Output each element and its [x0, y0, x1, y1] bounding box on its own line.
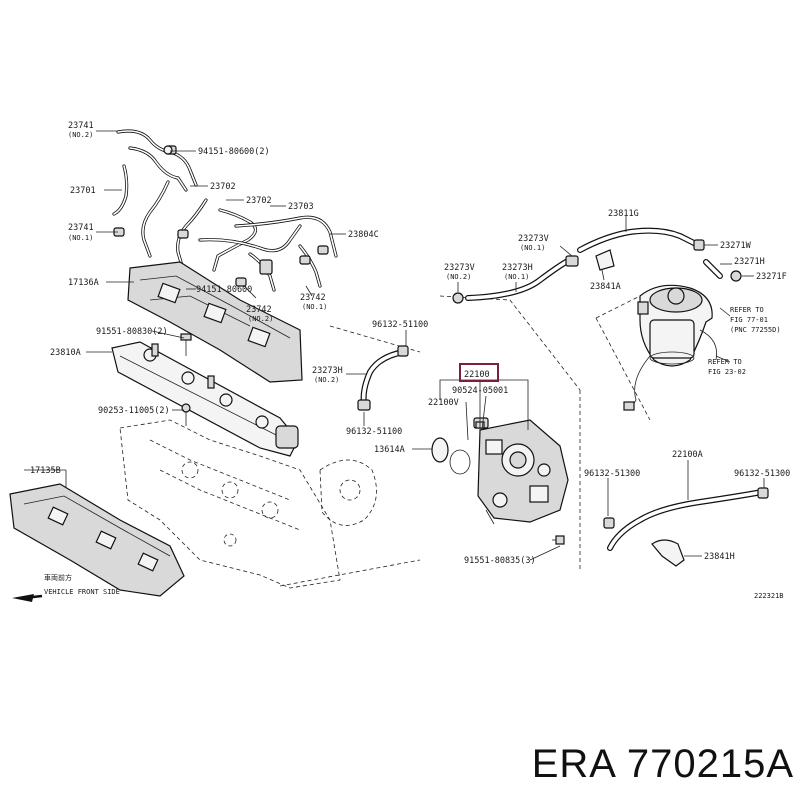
label-96132-b: 96132-51100 — [346, 427, 402, 437]
engine-block — [119, 419, 377, 589]
supply-pump-22100 — [473, 417, 569, 525]
label-figure-code: 222321B — [754, 592, 784, 600]
leader-lines-left — [24, 130, 346, 488]
label-94151-top: 94151-80600(2) — [198, 147, 270, 157]
brand-part-number: ERA 770215A — [531, 742, 794, 786]
label-23841H: 23841H — [704, 552, 735, 562]
gasket-13614A — [412, 437, 471, 475]
label-23742-no1: 23742 — [300, 293, 326, 303]
label-23742-no2-note: (NO.2) — [248, 315, 273, 323]
label-23702-b: 23702 — [246, 196, 272, 206]
label-23811G: 23811G — [608, 209, 639, 219]
clamp-23841H — [651, 539, 702, 567]
label-23273V-no1-note: (NO.1) — [520, 244, 545, 252]
insulator-17135B — [9, 483, 185, 597]
label-refer1-b: FIG 77-01 — [730, 316, 768, 324]
label-96132-d: 96132-51300 — [734, 469, 790, 479]
label-23273V-no2: 23273V — [444, 263, 475, 273]
fuel-rail-23810A — [111, 341, 299, 457]
label-refer1-c: (PNC 77255D) — [730, 326, 781, 334]
label-17136A: 17136A — [68, 278, 99, 288]
clamp-23841A — [595, 249, 615, 281]
label-23741-no2: 23741 — [68, 121, 94, 131]
label-23810A: 23810A — [50, 348, 81, 358]
label-91551-top: 91551-80830(2) — [96, 327, 168, 337]
label-23804C: 23804C — [348, 230, 379, 240]
arrow-left-icon — [12, 594, 43, 602]
label-22100A: 22100A — [672, 450, 703, 460]
label-17135B: 17135B — [30, 466, 61, 476]
label-96132-c: 96132-51300 — [584, 469, 640, 479]
label-23841A: 23841A — [590, 282, 621, 292]
label-front-en: VEHICLE FRONT SIDE — [44, 588, 120, 596]
label-23703: 23703 — [288, 202, 314, 212]
label-22100V: 22100V — [428, 398, 459, 408]
label-23742-no1-note: (NO.1) — [302, 303, 327, 311]
label-23271W: 23271W — [720, 241, 752, 251]
part-labels: 23741 (NO.2) 94151-80600(2) 23701 23702 … — [30, 121, 790, 600]
hose-23811G — [577, 216, 699, 253]
label-23701: 23701 — [70, 186, 96, 196]
hose-23273H-no1 — [452, 245, 579, 304]
label-23741-no1: 23741 — [68, 223, 94, 233]
label-23271H: 23271H — [734, 257, 765, 267]
label-front-jp: 車両前方 — [44, 573, 72, 582]
hose-23273H-no2 — [346, 330, 409, 426]
hose-22100A — [603, 460, 769, 551]
label-23741-no1-note: (NO.1) — [68, 234, 93, 242]
label-23741-no2-note: (NO.2) — [68, 131, 93, 139]
label-refer2-a: REFER TO — [708, 358, 742, 366]
label-23273H-no1: 23273H — [502, 263, 533, 273]
label-refer1-a: REFER TO — [730, 306, 764, 314]
label-23742-no2: 23742 — [246, 305, 272, 315]
label-23273V-no2-note: (NO.2) — [446, 273, 471, 281]
fuel-filter — [595, 284, 731, 421]
label-91551-bot: 91551-80835(3) — [464, 556, 536, 566]
label-23273V-no1: 23273V — [518, 234, 549, 244]
injection-pipes — [112, 129, 338, 292]
label-23702: 23702 — [210, 182, 236, 192]
label-23273H-no1-note: (NO.1) — [504, 273, 529, 281]
label-90524: 90524-05001 — [452, 386, 508, 396]
label-22100: 22100 — [464, 370, 490, 380]
label-23273H-no2-note: (NO.2) — [314, 376, 339, 384]
label-refer2-b: FIG 23-02 — [708, 368, 746, 376]
highlight-box-22100 — [459, 363, 499, 382]
stud-90253 — [181, 403, 191, 426]
label-13614A: 13614A — [374, 445, 405, 455]
insulator-17136A — [127, 261, 303, 383]
label-94151-mid: 94151-80600 — [196, 285, 252, 295]
clamps-23271 — [693, 239, 754, 282]
label-96132-a: 96132-51100 — [372, 320, 428, 330]
label-23273H-no2: 23273H — [312, 366, 343, 376]
label-90253: 90253-11005(2) — [98, 406, 170, 416]
label-23271F: 23271F — [756, 272, 787, 282]
